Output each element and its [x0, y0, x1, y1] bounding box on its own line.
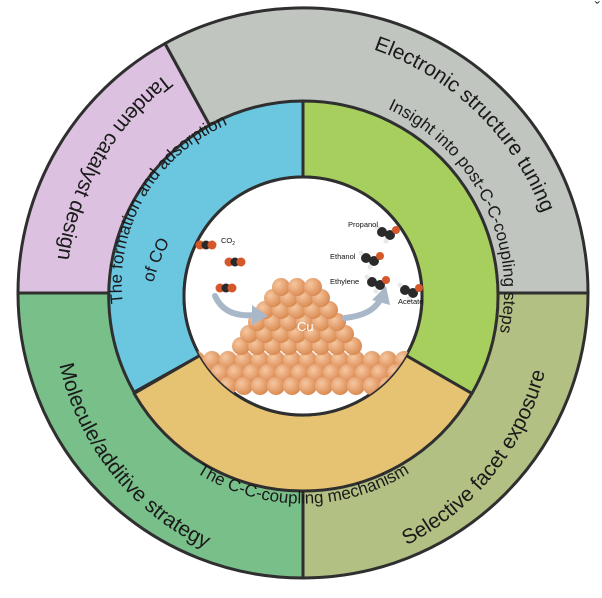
ethanol-molecule-o [376, 252, 384, 260]
co2-molecule-1-o2 [207, 240, 217, 250]
ethylene-molecule-h1 [364, 274, 370, 280]
copper-atom [347, 351, 365, 369]
center-illustration: CO2 Cu Propanol Ethanol Ethylene Acetate [182, 175, 424, 417]
copper-atom [379, 351, 397, 369]
left-arrow-head [252, 305, 268, 325]
copper-atom [304, 278, 322, 296]
copper-atom [283, 351, 301, 369]
co2-molecule-2-o2 [236, 257, 246, 267]
copper-atom [307, 364, 325, 382]
propanol-molecule-c1 [377, 227, 387, 237]
ethylene-molecule-c2 [375, 280, 385, 290]
copper-atom [331, 351, 349, 369]
ethylene-label: Ethylene [330, 277, 359, 286]
copper-atom [291, 364, 309, 382]
right-arrow [342, 297, 383, 321]
copper-atom [323, 364, 341, 382]
molecule-icons [195, 224, 423, 302]
copper-atom [235, 377, 253, 395]
copper-atom [235, 351, 253, 369]
copper-atom [288, 278, 306, 296]
copper-atom [339, 364, 357, 382]
copper-atom [219, 351, 237, 369]
inner-ring [107, 99, 500, 493]
ethylene-molecule-o [382, 276, 390, 284]
copper-atom [299, 377, 317, 395]
ethylene-molecule-h2 [373, 288, 379, 294]
copper-atom [355, 364, 373, 382]
acetate-molecule-o [415, 284, 423, 292]
corner-mark: ˇ [594, 0, 600, 17]
copper-atom [259, 364, 277, 382]
acetate-label: Acetate [398, 297, 423, 306]
acetate-molecule-h1 [397, 282, 403, 288]
propanol-molecule-o [392, 226, 400, 234]
propanol-molecule-h1 [374, 224, 380, 230]
ethylene-molecule-c1 [367, 277, 377, 287]
copper-atom [251, 351, 269, 369]
copper-atom [315, 351, 333, 369]
ethanol-label: Ethanol [330, 252, 356, 261]
ethanol-molecule-h1 [358, 250, 364, 256]
copper-atom [203, 351, 221, 369]
copper-atom [272, 278, 290, 296]
copper-atom [243, 364, 261, 382]
copper-atom [371, 364, 389, 382]
copper-atom [347, 377, 365, 395]
acetate-molecule-c1 [400, 285, 410, 295]
co2-molecule-3-o2 [227, 283, 237, 293]
co2-label: CO2 [221, 236, 235, 247]
copper-atom [227, 364, 245, 382]
acetate-molecule-h2 [406, 296, 412, 302]
propanol-molecule-h2 [383, 238, 389, 244]
copper-atom [363, 351, 381, 369]
ethanol-molecule-c2 [369, 256, 379, 266]
copper-atom [267, 377, 285, 395]
copper-atom [283, 377, 301, 395]
propanol-label: Propanol [348, 220, 378, 229]
copper-atom [331, 377, 349, 395]
right-arrow-head [372, 286, 390, 305]
copper-atom [251, 377, 269, 395]
copper-atom [315, 377, 333, 395]
propanol-molecule-c2 [385, 230, 395, 240]
copper-atom-cluster [184, 278, 422, 395]
ethanol-molecule-c1 [361, 253, 371, 263]
copper-atom [275, 364, 293, 382]
ethanol-molecule-h2 [367, 264, 373, 270]
left-arrow [212, 293, 258, 319]
copper-atom [267, 351, 285, 369]
copper-atom [299, 351, 317, 369]
acetate-molecule-c2 [408, 288, 418, 298]
cu-label: Cu [297, 319, 314, 334]
